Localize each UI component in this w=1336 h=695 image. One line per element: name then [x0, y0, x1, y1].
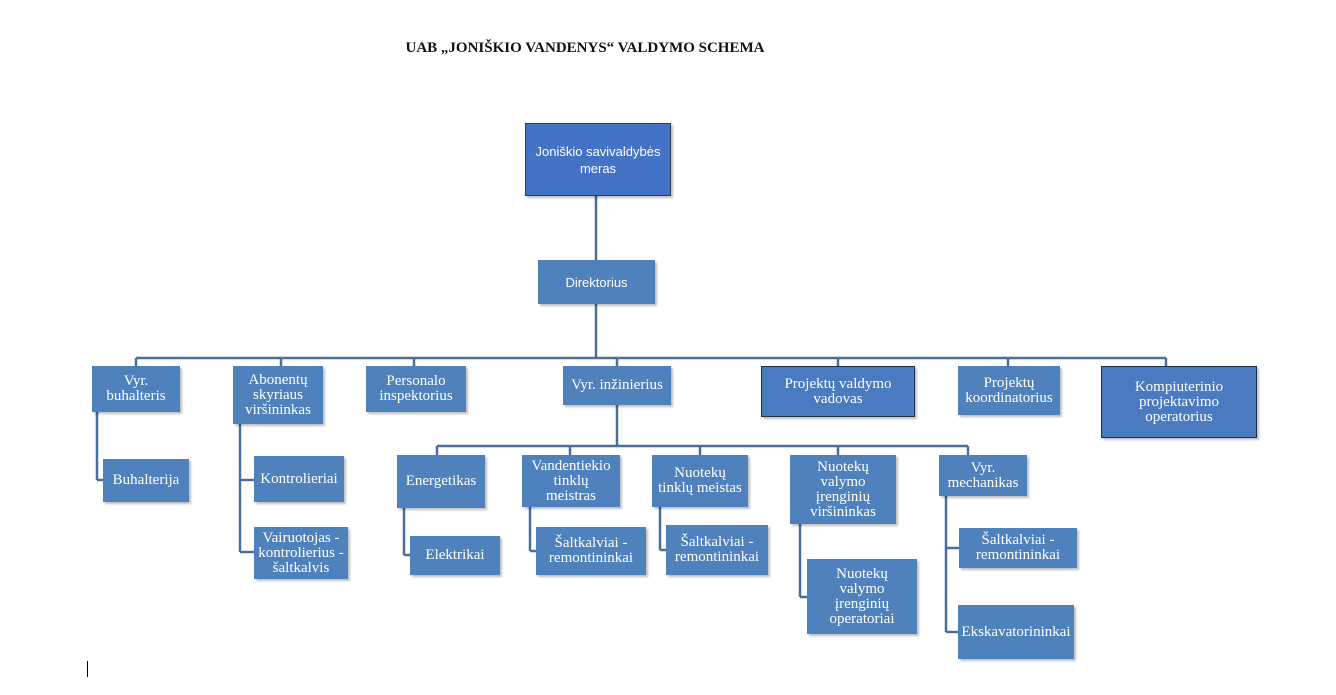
node-electricians: Elektrikai [410, 536, 500, 575]
node-accounting: Buhalterija [103, 459, 189, 502]
node-director: Direktorius [538, 260, 655, 304]
node-cad-operator: Kompiuterinio projektavimo operatorius [1101, 366, 1257, 438]
node-repair-fitters-1: Šaltkalviai - remontininkai [536, 527, 646, 575]
node-chief-engineer: Vyr. inžinierius [563, 366, 671, 405]
node-driver-controller: Vairuotojas - kontrolierius - šaltkalvis [254, 527, 348, 579]
node-wastewater-operators: Nuotekų valymo įrenginių operatoriai [807, 559, 917, 634]
node-repair-fitters-3: Šaltkalviai - remontininkai [959, 528, 1077, 568]
node-repair-fitters-2: Šaltkalviai - remontininkai [666, 525, 768, 575]
node-power-engineer: Energetikas [397, 455, 485, 508]
node-chief-accountant: Vyr. buhalteris [92, 366, 180, 412]
node-water-network-master: Vandentiekio tinklų meistras [522, 455, 620, 507]
text-cursor [87, 661, 88, 677]
node-wastewater-plant-head: Nuotekų valymo įrenginių viršininkas [790, 455, 896, 524]
node-chief-mechanic: Vyr. mechanikas [939, 455, 1027, 496]
node-subscriber-dept-head: Abonentų skyriaus viršininkas [233, 366, 323, 424]
node-excavator-operators: Ekskavatorininkai [958, 605, 1074, 659]
node-mayor: Joniškio savivaldybės meras [525, 123, 671, 196]
node-personnel-inspector: Personalo inspektorius [366, 366, 466, 412]
node-sewer-network-master: Nuotekų tinklų meistas [652, 455, 748, 507]
node-controllers: Kontrolieriai [254, 456, 344, 502]
diagram-title: UAB „JONIŠKIO VANDENYS“ VALDYMO SCHEMA [405, 40, 765, 56]
node-project-manager: Projektų valdymo vadovas [761, 366, 915, 417]
node-project-coordinator: Projektų koordinatorius [958, 366, 1060, 415]
